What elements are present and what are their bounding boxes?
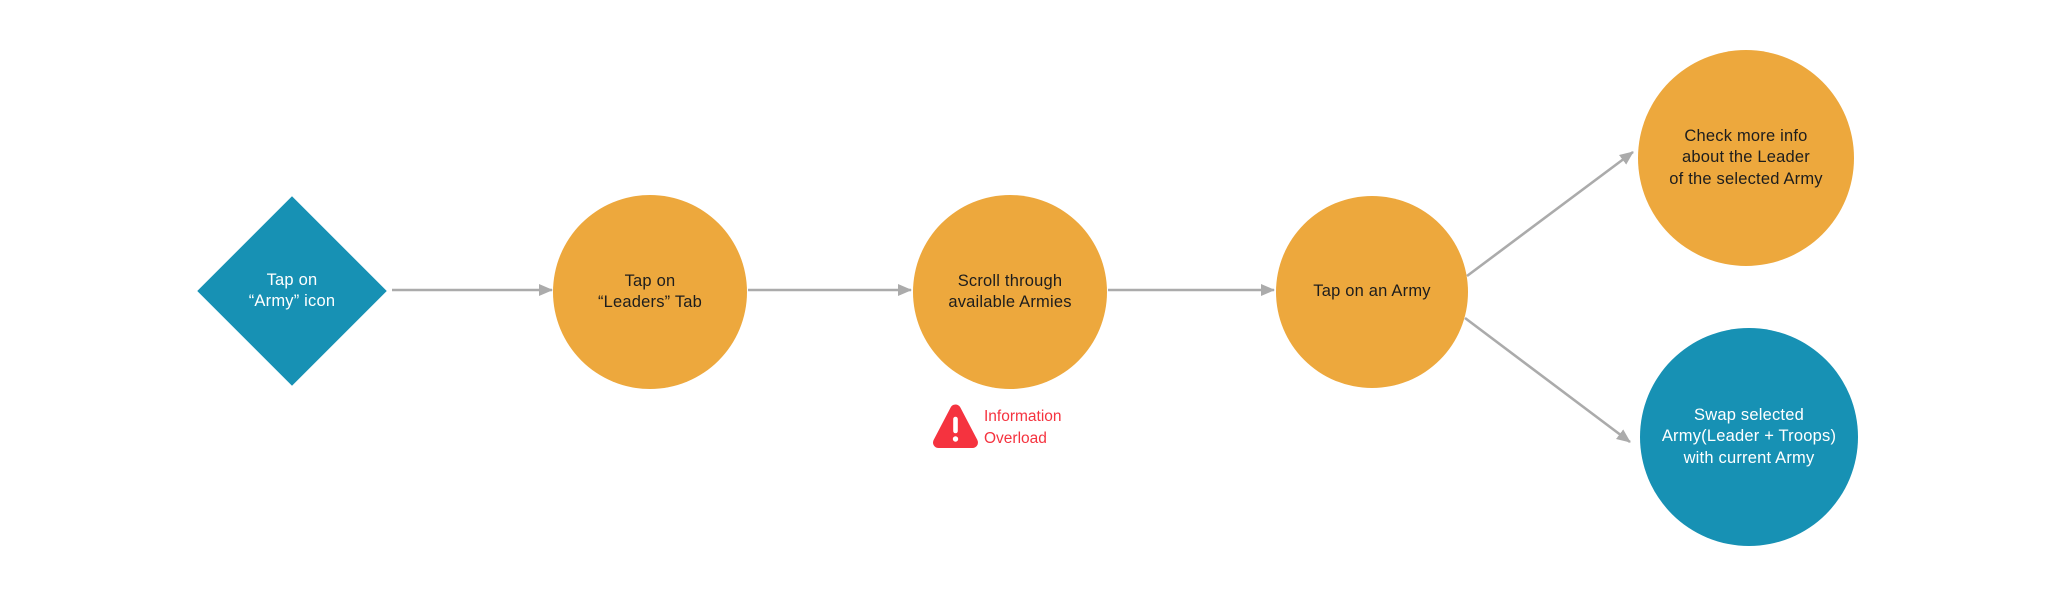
node-step4-tap-an-army: Tap on an Army [1276,196,1468,388]
node-outcome-swap-army: Swap selected Army(Leader + Troops) with… [1640,328,1858,546]
node-step1-tap-army-icon: Tap on “Army” icon [197,196,387,386]
information-overload-annotation: Information Overload [984,408,1062,447]
node-outcome-check-leader-info: Check more info about the Leader of the … [1638,50,1854,266]
node-step2-tap-leaders-tab: Tap on “Leaders” Tab [553,195,747,389]
node-label: Tap on “Leaders” Tab [597,271,703,312]
warning-triangle-icon [933,404,978,448]
node-step3-scroll-armies: Scroll through available Armies [913,195,1107,389]
node-label: Scroll through available Armies [948,271,1072,312]
arrow-step4-outcome-info [1466,150,1634,278]
node-label: Tap on “Army” icon [248,270,336,311]
arrow-step4-outcome-swap [1464,316,1631,444]
node-label: Check more info about the Leader of the … [1669,126,1823,188]
node-label: Swap selected Army(Leader + Troops) with… [1661,405,1837,467]
node-label: Tap on an Army [1313,282,1431,301]
